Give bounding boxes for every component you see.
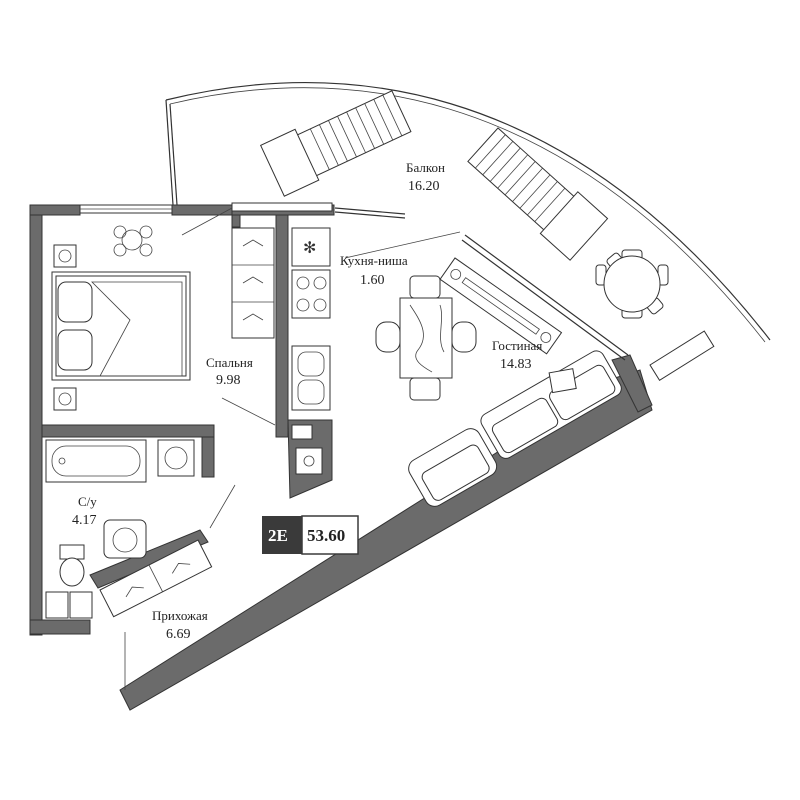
room-label-living: Гостиная bbox=[492, 338, 542, 353]
total-area-box bbox=[301, 515, 359, 555]
tv-console bbox=[439, 257, 563, 355]
room-label-bathroom: С/у bbox=[78, 494, 97, 509]
room-area-kitchen: 1.60 bbox=[360, 273, 385, 288]
svg-text:✻: ✻ bbox=[303, 238, 316, 257]
hall-cabinet bbox=[45, 591, 93, 619]
apartment-badge: 2E 53.60 bbox=[262, 515, 359, 555]
room-label-kitchen: Кухня-ниша bbox=[340, 253, 408, 268]
room-area-hallway: 6.69 bbox=[166, 627, 191, 642]
hallway-wardrobe bbox=[99, 539, 213, 618]
armchair bbox=[408, 428, 498, 507]
sun-lounger-right bbox=[467, 127, 609, 261]
bed bbox=[51, 244, 191, 411]
total-area: 53.60 bbox=[307, 526, 345, 545]
room-area-living: 14.83 bbox=[500, 357, 532, 372]
room-label-balcony: Балкон bbox=[406, 160, 445, 175]
wardrobe bbox=[231, 227, 275, 339]
leader-lines bbox=[124, 207, 461, 690]
plant-decoration bbox=[113, 225, 153, 257]
apartment-type-box bbox=[262, 516, 302, 554]
dining-table bbox=[375, 275, 477, 401]
room-area-bedroom: 9.98 bbox=[216, 373, 241, 388]
toilet bbox=[59, 544, 85, 587]
bathtub bbox=[45, 439, 147, 483]
sofa bbox=[480, 350, 622, 459]
room-label-bedroom: Спальня bbox=[206, 355, 253, 370]
balcony-bench bbox=[649, 330, 715, 381]
balcony-table bbox=[595, 249, 669, 319]
windows bbox=[79, 202, 629, 361]
sink bbox=[103, 519, 147, 559]
sun-lounger-left bbox=[259, 90, 412, 197]
washing-machine bbox=[157, 439, 195, 477]
apartment-type: 2E bbox=[268, 526, 288, 545]
room-area-balcony: 16.20 bbox=[408, 179, 440, 194]
room-label-hallway: Прихожая bbox=[152, 608, 208, 623]
kitchen-units: ✻ bbox=[291, 227, 331, 475]
balcony-railing bbox=[165, 82, 771, 343]
room-area-bathroom: 4.17 bbox=[72, 513, 97, 528]
